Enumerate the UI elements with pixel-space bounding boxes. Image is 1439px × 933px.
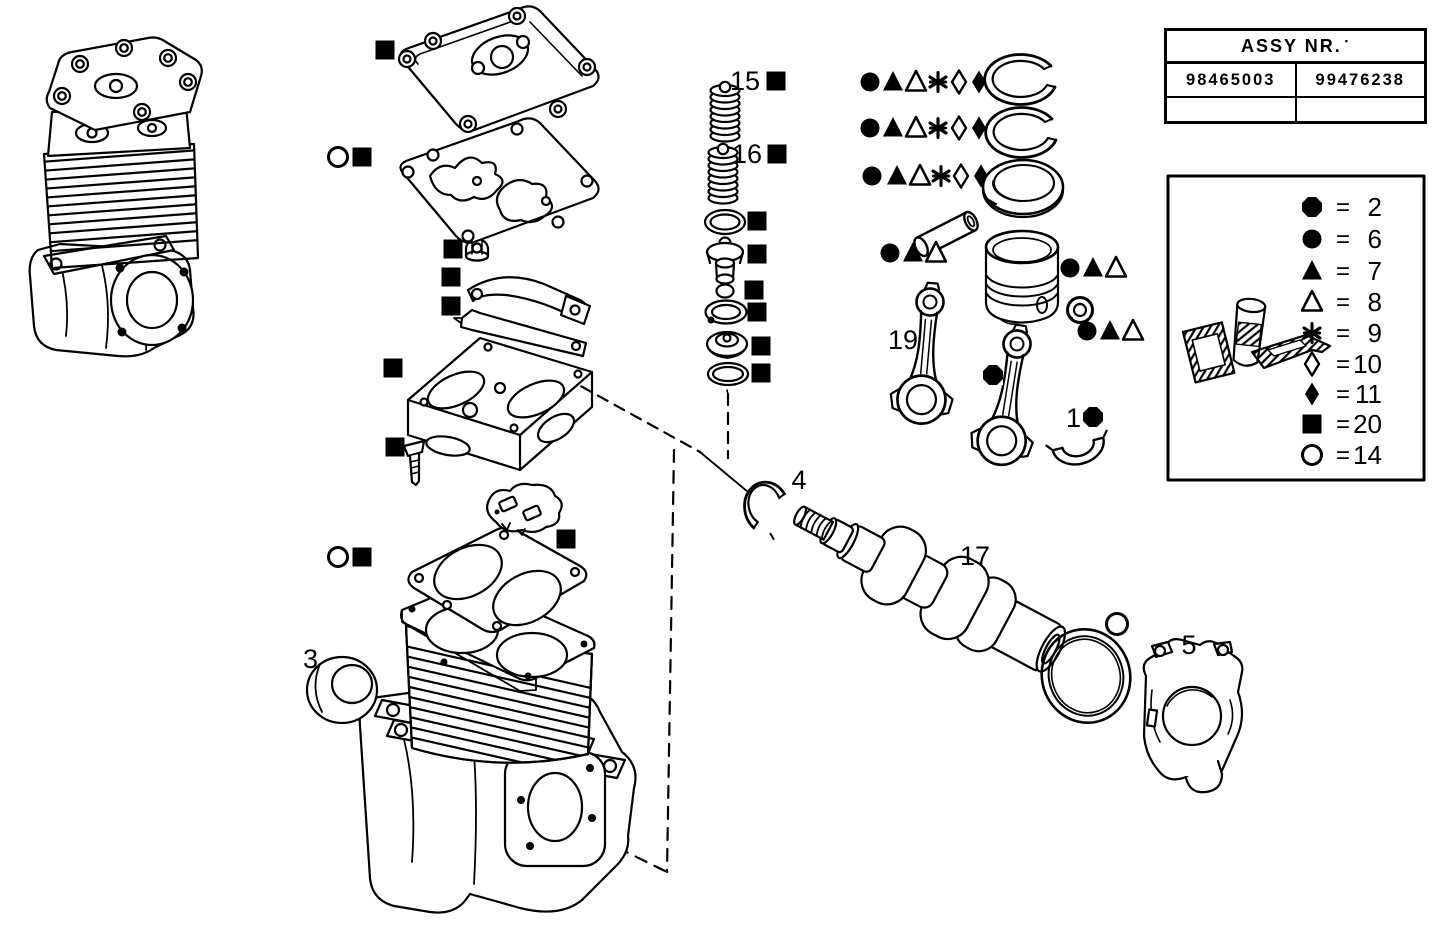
legend-eq: =	[1336, 226, 1350, 253]
piston-marker-row	[1059, 255, 1128, 279]
end-cover	[1142, 638, 1244, 794]
compression-ring-1	[983, 53, 1057, 106]
legend-eq: =	[1336, 351, 1350, 378]
symbol-legend-box: = = = = = = = = = 2 6 7 8 9 10 1	[1166, 174, 1426, 482]
oil-scraper-ring	[981, 158, 1065, 219]
connecting-rod-2	[965, 319, 1052, 471]
open-circle-icon	[327, 546, 349, 568]
legend-eq: =	[1336, 411, 1350, 438]
filled-square-icon	[442, 238, 464, 260]
valve-seat	[705, 330, 749, 359]
filled-square-icon	[746, 210, 768, 232]
legend-eq: =	[1336, 320, 1350, 347]
legend-eq: =	[1336, 442, 1350, 469]
callout-19: 19	[888, 325, 918, 355]
seal-snap-ring	[743, 480, 786, 541]
open-circle-icon	[327, 146, 349, 168]
ring-marker-row-1	[859, 69, 988, 95]
assy-header-text: ASSY NR.	[1241, 35, 1342, 56]
notched-square-icon	[1081, 405, 1105, 429]
pin-marker-row	[879, 240, 948, 264]
o-ring-upper	[703, 208, 747, 236]
circlip	[1066, 296, 1094, 324]
callout-3: 3	[303, 644, 318, 674]
filled-square-icon	[382, 357, 404, 379]
gudgeon-pin	[913, 210, 979, 258]
notched-square-icon	[981, 363, 1005, 387]
circlip-marker-row	[1076, 318, 1145, 342]
legend-value: 2	[1368, 192, 1382, 222]
callout-17: 17	[960, 541, 990, 571]
open-circle-icon	[1105, 612, 1129, 636]
bearing-half-shell	[1045, 429, 1108, 466]
bushing	[305, 655, 379, 725]
filled-square-icon	[750, 362, 772, 384]
compression-ring-2	[984, 106, 1058, 159]
legend-value: 14	[1353, 440, 1382, 470]
legend-open-circle-icon	[1301, 444, 1323, 466]
o-ring-lower	[706, 361, 750, 396]
reed-valve-plate	[453, 308, 588, 358]
filled-square-icon	[384, 436, 406, 458]
legend-value: 11	[1355, 379, 1382, 409]
filled-square-icon	[766, 143, 788, 165]
head-gasket	[399, 117, 600, 244]
legend-value: 8	[1368, 287, 1382, 317]
legend-eq: =	[1336, 194, 1350, 221]
legend-value: 9	[1368, 318, 1382, 348]
legend-value: 6	[1368, 224, 1382, 254]
callout-16: 16	[732, 139, 762, 169]
filled-square-icon	[746, 243, 768, 265]
filled-square-icon	[351, 146, 373, 168]
valve-plate-block	[406, 336, 594, 472]
filled-square-icon	[765, 70, 787, 92]
filled-square-icon	[374, 39, 396, 61]
legend-value: 10	[1353, 349, 1382, 379]
ring-marker-row-3	[861, 163, 990, 189]
cover-o-ring	[1040, 627, 1132, 725]
callout-15: 15	[730, 66, 760, 96]
crankshaft	[793, 505, 1067, 673]
dome-nut	[464, 237, 490, 262]
unloader-valve-stack	[703, 80, 750, 396]
filled-square-icon	[440, 295, 462, 317]
assy-table-header: ASSY NR. ▪	[1167, 31, 1424, 64]
callout-1: 1	[1066, 403, 1081, 433]
spare-parts-package-illustration	[1181, 297, 1332, 384]
legend-value: 7	[1368, 256, 1382, 286]
legend-notched-square-icon	[1300, 195, 1324, 219]
assy-number-table: ASSY NR. ▪ 98465003 99476238	[1164, 28, 1427, 124]
reed-valve-strap	[466, 276, 592, 326]
legend-eq: =	[1336, 381, 1350, 408]
filled-square-icon	[743, 279, 765, 301]
filled-square-icon	[440, 266, 462, 288]
legend-filled-circle-icon	[1301, 228, 1323, 250]
legend-value: 20	[1353, 409, 1382, 439]
legend-filled-square-icon	[1301, 413, 1323, 435]
small-ring	[715, 283, 735, 299]
legend-eq: =	[1336, 289, 1350, 316]
legend-eq: =	[1336, 258, 1350, 285]
filled-square-icon	[746, 301, 768, 323]
callout-5: 5	[1181, 630, 1196, 660]
filled-square-icon	[750, 335, 772, 357]
assy-header-footnote-mark: ▪	[1344, 36, 1350, 46]
assembled-compressor-view	[28, 36, 203, 358]
filled-square-icon	[555, 528, 577, 550]
ring-marker-row-2	[859, 115, 988, 141]
filled-square-icon	[351, 546, 373, 568]
unloader-valve	[705, 236, 745, 285]
piston	[984, 229, 1060, 325]
intermediate-plate	[486, 482, 563, 536]
assy-empty-row	[1167, 98, 1424, 121]
assy-number-right: 99476238	[1315, 70, 1405, 89]
countersunk-screw	[402, 439, 426, 487]
assy-number-row: 98465003 99476238	[1167, 64, 1424, 98]
valve-seat-ring	[704, 299, 748, 325]
cylinder-head-cover	[397, 5, 600, 134]
assy-number-left: 98465003	[1167, 64, 1297, 96]
callout-4: 4	[791, 465, 806, 495]
cylinder-base-gasket	[407, 526, 588, 634]
